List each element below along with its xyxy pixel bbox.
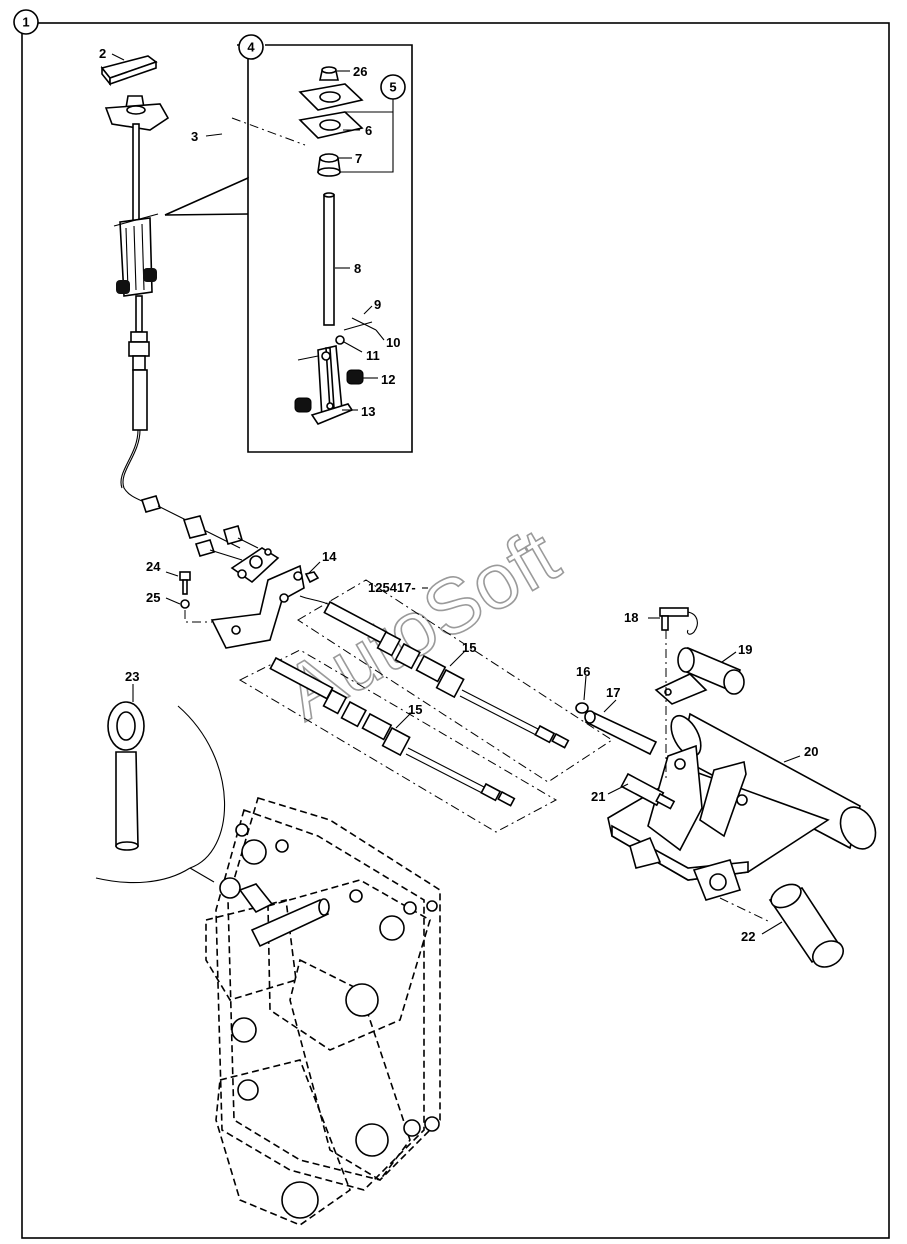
inset-box: 4 — [164, 34, 413, 453]
svg-text:1: 1 — [22, 15, 29, 30]
label-10: 10 — [386, 335, 400, 350]
label-11: 11 — [366, 348, 380, 363]
parts-16-17 — [575, 702, 658, 756]
part-23 — [95, 701, 226, 884]
cable-upper — [297, 579, 613, 783]
label-6: 6 — [365, 123, 372, 138]
label-26: 26 — [353, 64, 367, 79]
callout-1: 1 — [13, 9, 39, 35]
label-13: 13 — [361, 404, 375, 419]
label-22: 22 — [741, 929, 755, 944]
bracket-assembly — [140, 495, 331, 649]
mount-bracket — [607, 712, 877, 923]
label-17: 17 — [606, 685, 620, 700]
leader-lines — [111, 53, 801, 935]
part-19 — [654, 646, 745, 705]
inset-parts — [294, 66, 377, 425]
label-18: 18 — [624, 610, 638, 625]
label-20: 20 — [804, 744, 818, 759]
label-23: 23 — [125, 669, 139, 684]
label-19: 19 — [738, 642, 752, 657]
diagram-frame — [21, 22, 890, 1239]
svg-text:5: 5 — [389, 80, 396, 95]
label-2: 2 — [99, 46, 106, 61]
control-rod-assembly — [100, 55, 170, 506]
label-12: 12 — [381, 372, 395, 387]
label-9: 9 — [374, 297, 381, 312]
label-14: 14 — [322, 549, 337, 564]
callout-5: 5 — [340, 74, 406, 173]
label-24: 24 — [146, 559, 161, 574]
main-frame — [205, 796, 441, 1226]
label-8: 8 — [354, 261, 361, 276]
label-15-upper: 15 — [462, 640, 476, 655]
part-22 — [768, 883, 845, 968]
label-3: 3 — [191, 129, 198, 144]
svg-text:4: 4 — [247, 40, 255, 55]
label-16: 16 — [576, 664, 590, 679]
cable-lower — [238, 649, 558, 833]
serial-range: 125417- — [368, 580, 416, 595]
part-18 — [659, 607, 698, 780]
label-21: 21 — [591, 789, 605, 804]
part-labels: 2 3 26 6 7 8 9 10 11 12 13 14 125417- 15… — [99, 46, 818, 944]
label-15-lower: 15 — [408, 702, 422, 717]
label-7: 7 — [355, 151, 362, 166]
label-25: 25 — [146, 590, 160, 605]
